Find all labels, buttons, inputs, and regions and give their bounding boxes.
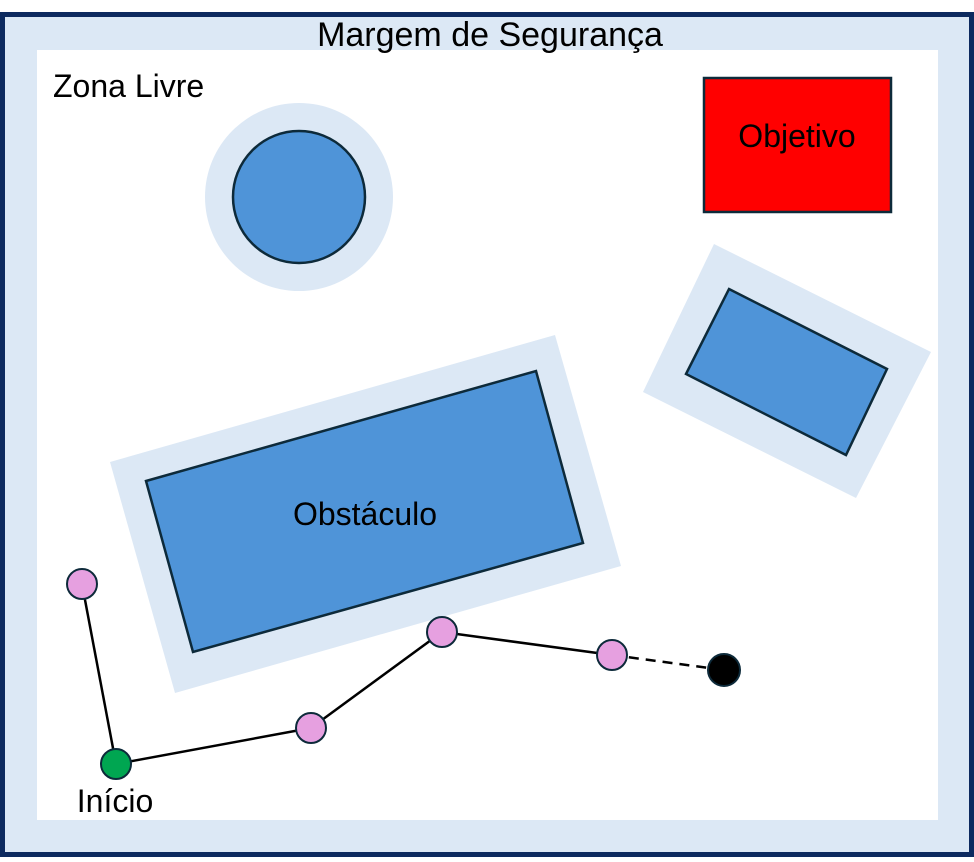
tree-nodes	[66, 568, 741, 780]
tree-node	[66, 568, 98, 600]
tree-edge	[115, 726, 312, 766]
tree-node	[295, 712, 327, 744]
free-zone-label: Zona Livre	[53, 68, 204, 104]
goal-label: Objetivo	[738, 118, 855, 154]
safety-margin-label: Margem de Segurança	[317, 16, 663, 54]
start-node	[100, 748, 132, 780]
tree-node	[426, 616, 458, 648]
tree-edge	[441, 630, 613, 657]
tree-edges	[80, 583, 725, 766]
tree-edge	[80, 583, 118, 765]
tree-edge	[310, 630, 443, 730]
sample-node	[707, 653, 741, 687]
tentative-edge	[611, 653, 725, 672]
obstacle-label: Obstáculo	[293, 496, 437, 532]
start-label: Início	[77, 783, 153, 819]
goal-region	[702, 76, 893, 214]
tilted-obstacle	[684, 287, 889, 457]
large-obstacle	[144, 369, 585, 654]
tree-node	[596, 639, 628, 671]
circle-obstacle	[231, 129, 367, 265]
